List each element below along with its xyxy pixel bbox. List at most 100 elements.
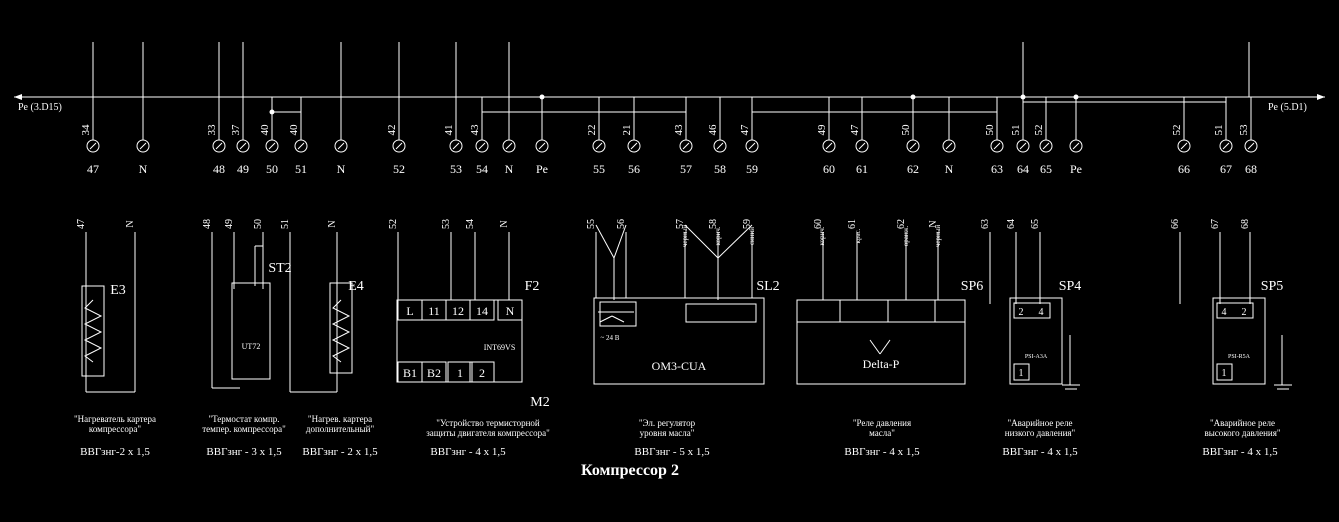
terminal-wire-label: 33 (206, 124, 218, 136)
device-box (1009, 297, 1063, 385)
wire-color-label: синий (748, 227, 756, 245)
pin-label: 11 (428, 304, 440, 318)
pin-label: 2 (479, 366, 485, 380)
cable-spec-sp6: ВВГзнг - 4 х 1,5 (844, 446, 920, 458)
terminal-number: 56 (628, 162, 640, 176)
terminal-number: 55 (593, 162, 605, 176)
level-sensor-symbol (685, 303, 757, 323)
device-ref2: M2 (530, 395, 549, 410)
device-wire-label: 66 (1170, 219, 1181, 229)
terminal-10 (502, 139, 516, 153)
device-box (329, 282, 353, 374)
device-supply-label: ~ 24 В (601, 334, 620, 342)
terminal-4 (265, 139, 279, 153)
cable-spec-f2: ВВГзнг - 4 х 1,5 (430, 446, 506, 458)
pin-box (1013, 363, 1030, 381)
terminal-25 (1177, 139, 1191, 153)
device-desc-st2: "Термостат компр. темпер. компрессора" (202, 414, 286, 434)
terminal-13 (627, 139, 641, 153)
terminal-23 (1039, 139, 1053, 153)
terminal-wire-label: 51 (1010, 125, 1022, 136)
terminal-number: 57 (680, 162, 692, 176)
terminal-0 (86, 139, 100, 153)
terminal-15 (713, 139, 727, 153)
cable-spec-sp5: ВВГзнг - 4 х 1,5 (1202, 446, 1278, 458)
device-desc-sl2: "Эл. регулятор уровня масла" (638, 418, 696, 438)
terminal-number: 65 (1040, 162, 1052, 176)
terminal-wire-label: 49 (816, 124, 828, 136)
terminal-number: 59 (746, 162, 758, 176)
terminal-wire-label: 22 (586, 125, 598, 136)
terminal-wire-label: 41 (443, 125, 455, 136)
device-wire-label: 56 (616, 219, 627, 229)
pin-label: 14 (476, 304, 488, 318)
terminal-3 (236, 139, 250, 153)
cable-spec-st2: ВВГзнг - 3 х 1,5 (206, 446, 282, 458)
terminal-wire-label: 34 (80, 124, 92, 136)
heater-element (83, 299, 103, 363)
device-box (593, 297, 765, 385)
cable-spec-e4: ВВГзнг - 2 х 1,5 (302, 446, 378, 458)
device-box (796, 299, 966, 385)
device-part-label: INT69VS (484, 343, 516, 352)
terminal-26 (1219, 139, 1233, 153)
pin-label: 2 (1019, 307, 1024, 318)
terminal-number: 51 (295, 162, 307, 176)
device-wire-label: 64 (1006, 219, 1017, 229)
terminal-number: N (945, 162, 954, 176)
terminal-wire-label: 46 (707, 124, 719, 136)
terminal-number: Pe (1070, 162, 1082, 176)
pin-box (447, 361, 473, 383)
terminal-wire-label: 40 (288, 124, 300, 136)
terminal-21 (990, 139, 1004, 153)
terminal-number: N (139, 162, 148, 176)
terminal-2 (212, 139, 226, 153)
pin-box (469, 299, 495, 321)
terminal-12 (592, 139, 606, 153)
terminal-wire-label: 53 (1238, 124, 1250, 136)
device-ref: SP5 (1261, 279, 1284, 294)
pin-box (1216, 302, 1254, 319)
terminal-5 (294, 139, 308, 153)
terminal-14 (679, 139, 693, 153)
terminal-wire-label: 50 (900, 124, 912, 136)
terminal-number: 50 (266, 162, 278, 176)
device-wire-label: 65 (1030, 219, 1041, 229)
device-wire-label: 60 (813, 219, 824, 229)
pin-label: B1 (403, 366, 417, 380)
terminal-24 (1069, 139, 1083, 153)
terminal-wire-label: 42 (386, 125, 398, 136)
terminal-9 (475, 139, 489, 153)
terminal-wire-label: 21 (621, 125, 633, 136)
device-desc-sp6: "Реле давления масла" (852, 418, 912, 438)
pin-box (1216, 363, 1233, 381)
terminal-6 (334, 139, 348, 153)
device-part-label: PSI-R5A (1228, 354, 1251, 360)
device-wire-label: N (499, 220, 510, 227)
cable-spec-sl2: ВВГзнг - 5 х 1,5 (634, 446, 710, 458)
device-wire-label: N (327, 220, 338, 227)
device-wire-label: 68 (1240, 219, 1251, 229)
device-wire-label: N (928, 220, 939, 227)
terminal-number: 64 (1017, 162, 1029, 176)
terminal-17 (822, 139, 836, 153)
device-wire-label: 50 (253, 219, 264, 229)
terminal-wire-label: 40 (259, 124, 271, 136)
terminal-wire-label: 43 (469, 124, 481, 136)
wire-color-label: корич. (818, 226, 826, 245)
device-wire-label: 49 (224, 219, 235, 229)
terminal-number: 53 (450, 162, 462, 176)
terminal-1 (136, 139, 150, 153)
cable-spec-sp4: ВВГзнг - 4 х 1,5 (1002, 446, 1078, 458)
wire-color-label: крас. (854, 228, 862, 243)
device-desc-sp5: "Аварийное реле высокого давления" (1204, 418, 1281, 438)
terminal-wire-label: 47 (849, 124, 861, 136)
device-wire-label: 67 (1210, 219, 1221, 229)
terminal-wire-label: 51 (1213, 125, 1225, 136)
bus-and-wires (14, 42, 1325, 140)
